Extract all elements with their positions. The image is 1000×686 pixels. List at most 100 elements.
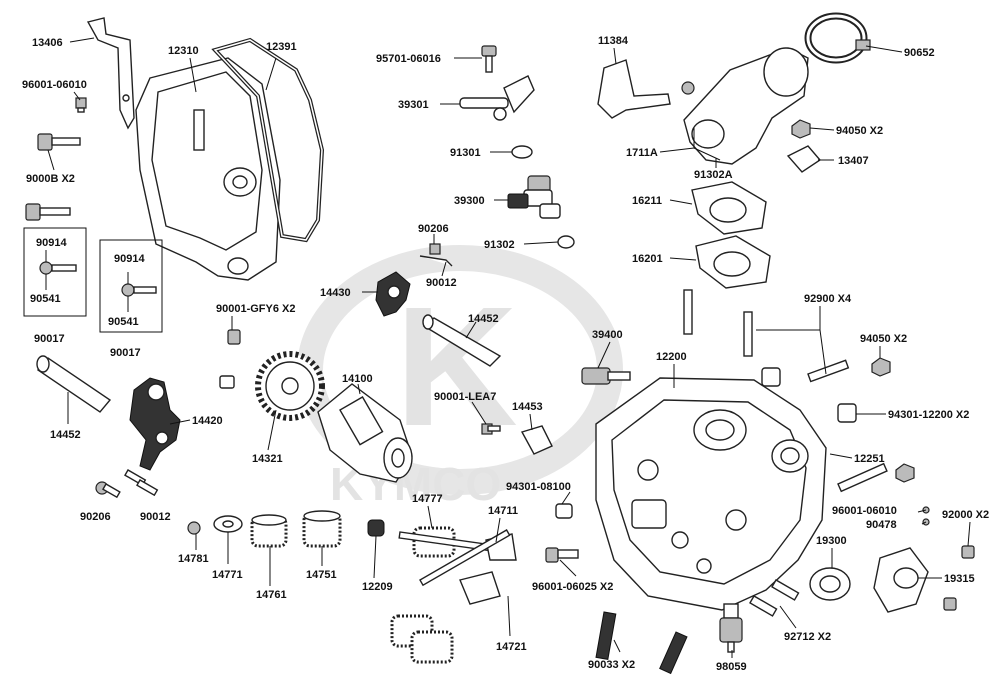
label-90206-b: 90206 bbox=[418, 223, 449, 235]
screw-90206-a-drawing bbox=[95, 481, 121, 499]
label-14771: 14771 bbox=[212, 569, 243, 581]
label-14711: 14711 bbox=[488, 505, 518, 517]
valve-cover-12310-drawing bbox=[135, 57, 281, 281]
bracket-11384-drawing bbox=[597, 59, 671, 119]
label-96001-06025: 96001-06025 X2 bbox=[532, 581, 613, 593]
bolt-96001-06025-drawing bbox=[545, 547, 579, 563]
label-90012-b: 90012 bbox=[426, 277, 457, 289]
label-14751: 14751 bbox=[306, 569, 337, 581]
gasket-12391-drawing bbox=[211, 37, 325, 243]
label-91302A: 91302A bbox=[694, 169, 733, 181]
label-13406: 13406 bbox=[32, 37, 63, 49]
watermark-emblem: K bbox=[395, 272, 518, 462]
valve-cotter-14781-drawing bbox=[187, 521, 201, 535]
label-14321: 14321 bbox=[252, 453, 283, 465]
label-39301: 39301 bbox=[398, 99, 429, 111]
label-14453: 14453 bbox=[512, 401, 543, 413]
bolt-90001-gfy6-drawing bbox=[219, 329, 241, 389]
label-14420: 14420 bbox=[192, 415, 223, 427]
o-ring-91302-drawing bbox=[557, 235, 575, 249]
rocker-arm-14430-drawing bbox=[375, 271, 411, 317]
label-91302: 91302 bbox=[484, 239, 515, 251]
label-14430: 14430 bbox=[320, 287, 351, 299]
label-95701-06016: 95701-06016 bbox=[376, 53, 441, 65]
dowel-92900-drawing bbox=[683, 289, 850, 383]
label-16201: 16201 bbox=[632, 253, 663, 265]
leader-lines bbox=[45, 37, 971, 658]
label-90652: 90652 bbox=[904, 47, 935, 59]
bolt-92000-drawing bbox=[943, 545, 975, 611]
label-12310: 12310 bbox=[168, 45, 199, 57]
spring-retainer-14771-drawing bbox=[213, 515, 243, 533]
label-11384: 11384 bbox=[598, 35, 629, 47]
label-94050-b: 94050 X2 bbox=[860, 333, 907, 345]
stud-90033-drawing bbox=[595, 611, 688, 675]
bolt-90914-b-drawing bbox=[121, 283, 157, 297]
stud-12251-drawing bbox=[837, 462, 915, 493]
intake-manifold-1711A-drawing bbox=[681, 47, 809, 165]
label-14452-a: 14452 bbox=[50, 429, 81, 441]
label-19300: 19300 bbox=[816, 535, 847, 547]
label-14777: 14777 bbox=[412, 493, 443, 505]
label-12209: 12209 bbox=[362, 581, 393, 593]
label-90914-b: 90914 bbox=[114, 253, 145, 265]
nut-94050-a-drawing bbox=[791, 119, 811, 139]
rocker-shaft-14452-a-drawing bbox=[36, 355, 112, 413]
group-box-90017-b bbox=[99, 239, 163, 333]
label-91301: 91301 bbox=[450, 147, 481, 159]
bolt-90914-a-drawing bbox=[39, 261, 77, 275]
thermostat-19300-drawing bbox=[809, 567, 851, 601]
bolt-90001-lea7-drawing bbox=[481, 423, 501, 435]
label-98059: 98059 bbox=[716, 661, 747, 673]
valve-spring-14751-drawing bbox=[302, 510, 342, 548]
label-90206-a: 90206 bbox=[80, 511, 111, 523]
label-96001-06010-b: 96001-06010 bbox=[832, 505, 897, 517]
fuel-injector-39300-drawing bbox=[507, 175, 561, 219]
bolt-9000B-drawing bbox=[37, 133, 81, 151]
label-90541-a: 90541 bbox=[30, 293, 61, 305]
label-12200: 12200 bbox=[656, 351, 687, 363]
label-16211: 16211 bbox=[632, 195, 662, 207]
cam-sprocket-14321-drawing bbox=[255, 351, 325, 421]
label-9000B: 9000B X2 bbox=[26, 173, 75, 185]
label-90017-a: 90017 bbox=[34, 333, 65, 345]
label-12251: 12251 bbox=[854, 453, 885, 465]
label-92000: 92000 X2 bbox=[942, 509, 989, 521]
label-14761: 14761 bbox=[256, 589, 287, 601]
label-14721: 14721 bbox=[496, 641, 527, 653]
tensioner-screw-90206-b-drawing bbox=[419, 243, 453, 267]
label-13407: 13407 bbox=[838, 155, 869, 167]
label-1711A: 1711A bbox=[626, 147, 658, 159]
label-92712: 92712 X2 bbox=[784, 631, 831, 643]
bolt-96001-06010-drawing bbox=[75, 97, 87, 113]
cylinder-head-12200-drawing bbox=[595, 377, 827, 611]
label-14452-b: 14452 bbox=[468, 313, 499, 325]
label-90033: 90033 X2 bbox=[588, 659, 635, 671]
label-90001-lea7: 90001-LEA7 bbox=[434, 391, 496, 403]
label-94301-12200: 94301-12200 X2 bbox=[888, 409, 969, 421]
label-90541-b: 90541 bbox=[108, 316, 139, 328]
label-94050-a: 94050 X2 bbox=[836, 125, 883, 137]
valve-seal-12209-drawing bbox=[367, 519, 385, 537]
label-39400: 39400 bbox=[592, 329, 623, 341]
valve-assembly-14711-drawing bbox=[398, 526, 517, 561]
injector-holder-39301-drawing bbox=[459, 75, 535, 121]
label-19315: 19315 bbox=[944, 573, 975, 585]
camshaft-14100-drawing bbox=[317, 383, 413, 483]
thermostat-cover-19315-drawing bbox=[873, 547, 929, 613]
label-94301-08100: 94301-08100 bbox=[506, 481, 571, 493]
gasket-16211-drawing bbox=[691, 181, 767, 235]
label-90914-a: 90914 bbox=[36, 237, 67, 249]
clip-13407-drawing bbox=[786, 145, 822, 173]
bracket-13406-drawing bbox=[86, 17, 135, 130]
nut-94050-b-drawing bbox=[871, 357, 891, 377]
label-14781: 14781 bbox=[178, 553, 209, 565]
dowel-94301-08100-drawing bbox=[555, 503, 573, 519]
label-90001-gfy6: 90001-GFY6 X2 bbox=[216, 303, 296, 315]
dowel-94301-12200-drawing bbox=[761, 367, 857, 423]
rocker-shaft-14452-b-drawing bbox=[422, 314, 502, 367]
spark-plug-98059-drawing bbox=[719, 603, 743, 653]
o-ring-91301-drawing bbox=[511, 145, 533, 159]
insulator-16201-drawing bbox=[695, 235, 771, 289]
